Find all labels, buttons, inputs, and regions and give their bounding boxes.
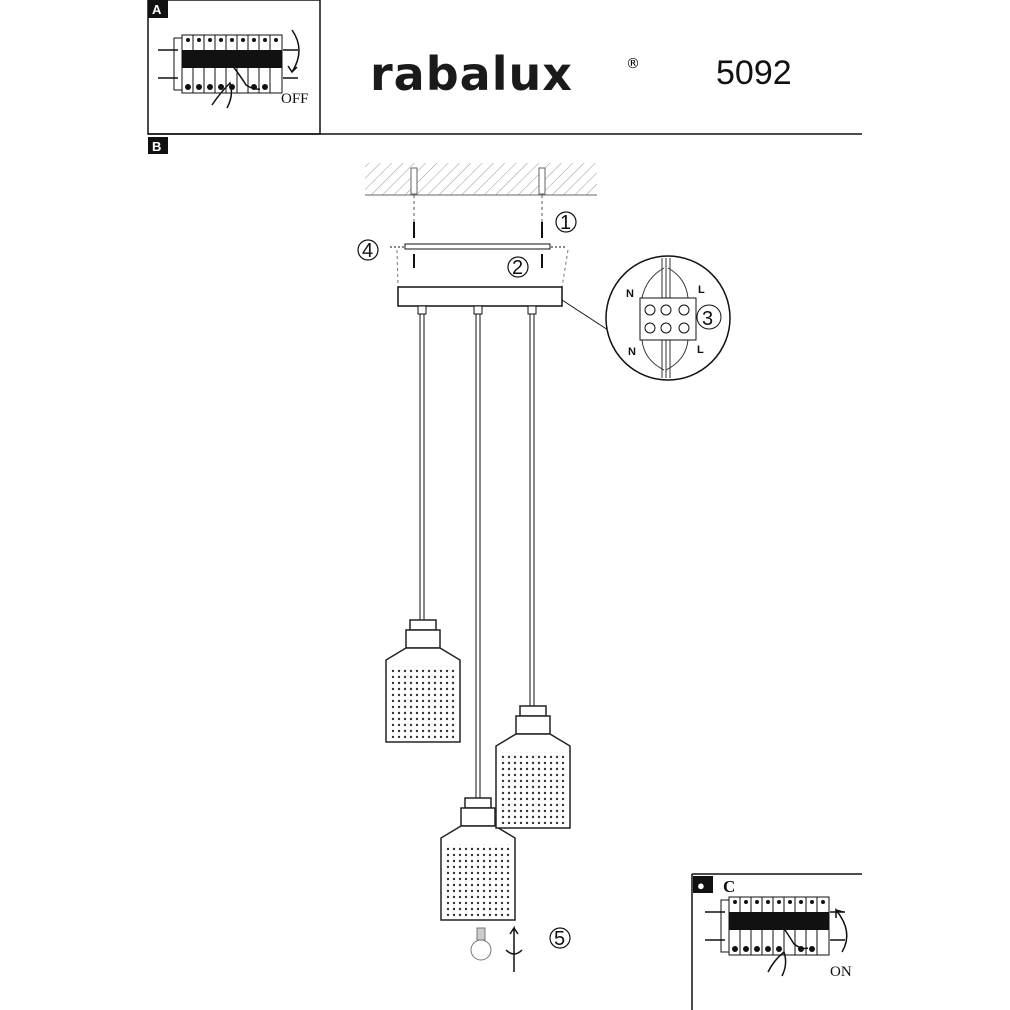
step-2: 2 (512, 257, 523, 279)
wiring-detail (605, 255, 731, 381)
wire-l-bottom: L (697, 344, 704, 356)
hand-icon (211, 59, 261, 109)
step-4: 4 (362, 240, 373, 262)
wire-n-bottom: N (628, 346, 636, 358)
panel-c-tag: C (723, 877, 735, 896)
step-1: 1 (560, 212, 571, 234)
off-label: OFF (281, 91, 309, 107)
panel-b-tag: B (152, 139, 161, 154)
pendant-left (385, 305, 461, 743)
rotate-arrow-icon (835, 907, 848, 953)
rotate-arrow-icon (505, 925, 523, 972)
ceiling (365, 163, 597, 195)
canopy (397, 286, 563, 307)
mounting-plate (404, 243, 551, 250)
wire-n-top: N (626, 288, 634, 300)
breaker-panel-icon (704, 896, 846, 956)
model-number: 5092 (716, 54, 792, 92)
on-label: ON (830, 964, 852, 980)
pendant-middle (440, 305, 516, 921)
hand-icon (767, 919, 809, 977)
panel-c-switch-on (691, 873, 862, 1010)
step-3: 3 (702, 308, 713, 330)
registered-mark: ® (626, 56, 640, 72)
step-5: 5 (554, 928, 565, 950)
panel-a-switch-off (147, 0, 321, 135)
panel-a-tag: A (152, 2, 162, 17)
pendant-right (495, 305, 571, 829)
rotate-arrow-icon (287, 29, 300, 74)
wire-l-top: L (698, 284, 705, 296)
screw-icon (413, 222, 543, 268)
panel-c-mark: ● (697, 878, 705, 893)
brand-logo: rabalux (370, 47, 573, 101)
bulb-icon (470, 927, 492, 961)
